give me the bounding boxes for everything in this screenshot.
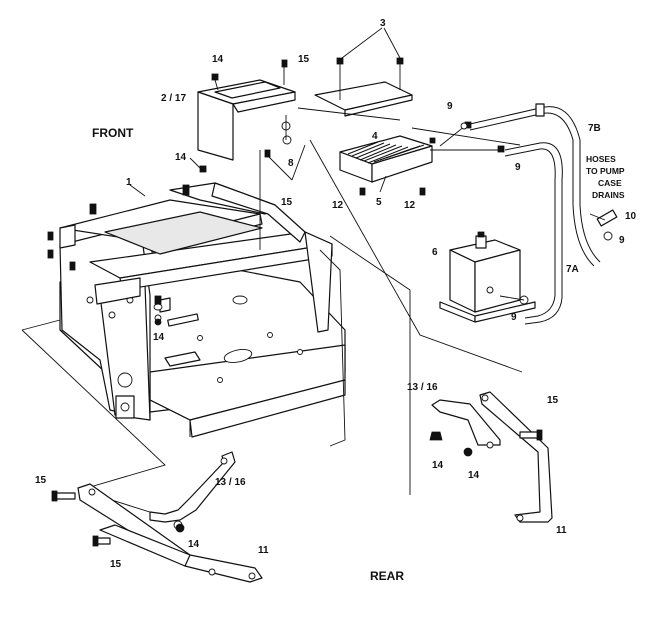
callout-leaders bbox=[129, 27, 606, 221]
callout-4: 4 bbox=[372, 131, 378, 142]
callout-11-left: 11 bbox=[258, 545, 269, 556]
shroud-flange bbox=[232, 91, 296, 113]
callout-14-right-b: 14 bbox=[468, 470, 480, 481]
hose-7a-outer bbox=[504, 142, 563, 325]
callout-10: 10 bbox=[625, 211, 637, 222]
oil-cooler bbox=[339, 121, 505, 196]
front-label: FRONT bbox=[92, 126, 134, 140]
callout-15-left-a: 15 bbox=[35, 475, 47, 486]
hoses-note-line-4: DRAINS bbox=[592, 190, 625, 200]
text-labels: FRONT REAR HOSES TO PUMP CASE DRAINS 1 2… bbox=[35, 18, 637, 583]
main-frame bbox=[47, 182, 346, 438]
hose-7b-outer bbox=[469, 106, 601, 263]
frame-left-bracket bbox=[94, 277, 141, 305]
callout-14-top: 14 bbox=[212, 54, 224, 65]
callout-14-mid: 14 bbox=[153, 332, 165, 343]
tank-foot-right bbox=[474, 301, 536, 323]
hoses-note-line-2: TO PUMP bbox=[586, 166, 625, 176]
right-strap-11 bbox=[479, 391, 553, 523]
callout-8: 8 bbox=[288, 158, 294, 169]
callout-6: 6 bbox=[432, 247, 438, 258]
reservoir-tank bbox=[439, 231, 536, 323]
callout-15-left-b: 15 bbox=[110, 559, 122, 570]
frame-right-post bbox=[304, 231, 333, 333]
nut-14-right-a bbox=[429, 431, 443, 441]
callout-12-left: 12 bbox=[332, 200, 344, 211]
hose-7a-inner bbox=[504, 148, 556, 319]
hoses bbox=[430, 103, 618, 325]
callout-14-right-a: 14 bbox=[432, 460, 444, 471]
callout-3: 3 bbox=[380, 18, 386, 29]
assembly-lines bbox=[21, 107, 523, 521]
callout-13-16-right: 13 / 16 bbox=[407, 382, 438, 393]
hose-7b-fitting bbox=[535, 103, 545, 117]
cover-front bbox=[344, 94, 413, 117]
frame-left-tab bbox=[59, 224, 76, 249]
frame-right-rail bbox=[211, 182, 306, 243]
callout-9-tank: 9 bbox=[511, 312, 517, 323]
hose-7b-inner bbox=[469, 112, 595, 267]
frame-rear-lip bbox=[189, 379, 346, 438]
callout-12-right: 12 bbox=[404, 200, 416, 211]
deck-vent bbox=[164, 351, 201, 367]
cooler-fins bbox=[347, 141, 425, 164]
shroud-slot bbox=[214, 81, 281, 99]
callout-11-right: 11 bbox=[556, 525, 567, 536]
callout-9-top: 9 bbox=[447, 101, 453, 112]
callout-7b: 7B bbox=[588, 123, 601, 134]
hose-10-fitting bbox=[596, 209, 618, 227]
shroud-2-17 bbox=[197, 59, 296, 161]
callout-14-upper: 14 bbox=[175, 152, 187, 163]
right-bracket-assembly bbox=[429, 391, 553, 523]
left-strap-11 bbox=[77, 483, 263, 583]
left-bracket-assembly bbox=[51, 451, 263, 583]
bolt-15-right bbox=[519, 431, 539, 439]
cooler-cover bbox=[314, 57, 413, 117]
hoses-note-line-3: CASE bbox=[598, 178, 622, 188]
bolt-15-left-a bbox=[54, 492, 76, 500]
callout-5: 5 bbox=[376, 197, 382, 208]
frame-inner-opening bbox=[104, 211, 263, 255]
callout-15-right: 15 bbox=[547, 395, 559, 406]
left-strap-lower bbox=[99, 524, 191, 567]
callout-9-fitting: 9 bbox=[619, 235, 625, 246]
tank-filler-cap bbox=[475, 235, 487, 249]
shroud-side bbox=[197, 91, 234, 161]
callout-15-mid: 15 bbox=[281, 197, 293, 208]
right-bracket-13-16 bbox=[431, 399, 501, 446]
hardware bbox=[154, 122, 468, 326]
callout-13-16-left: 13 / 16 bbox=[215, 477, 246, 488]
cooler-front bbox=[371, 145, 433, 183]
callout-9-cooler: 9 bbox=[515, 162, 521, 173]
callout-1: 1 bbox=[126, 177, 132, 188]
deck-slot bbox=[167, 313, 199, 327]
callout-15-top: 15 bbox=[298, 54, 310, 65]
callout-14-left: 14 bbox=[188, 539, 200, 550]
callout-2-17: 2 / 17 bbox=[161, 93, 186, 104]
rear-label: REAR bbox=[370, 569, 404, 583]
callout-7a: 7A bbox=[566, 264, 579, 275]
hoses-note-line-1: HOSES bbox=[586, 154, 616, 164]
